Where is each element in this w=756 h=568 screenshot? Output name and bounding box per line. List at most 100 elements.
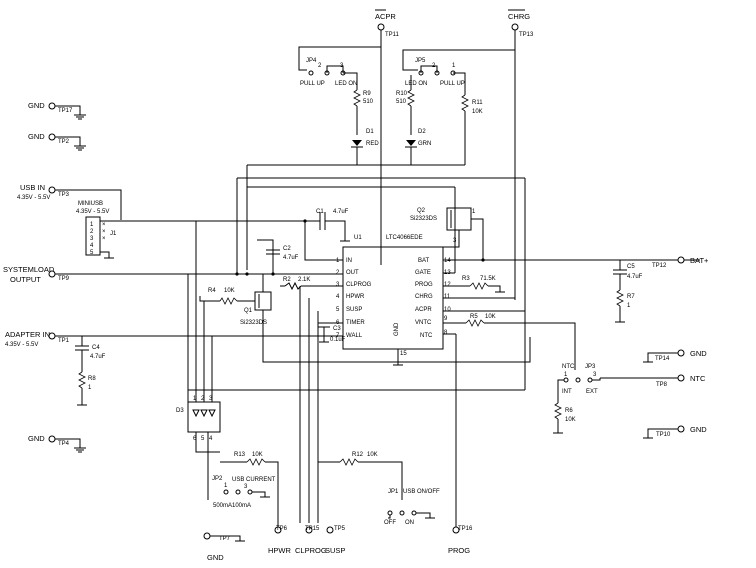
ic-rpin-name: ACPR: [415, 307, 432, 313]
usbin-wire: [55, 189, 122, 220]
ic-gnd-pin: 15: [400, 351, 407, 357]
r12-val: 10K: [367, 452, 378, 458]
jp4-ref: JP4: [306, 58, 317, 64]
jp2-500: 500mA: [213, 503, 232, 509]
ic-rpin-num: 9: [444, 316, 448, 322]
tp13-pin[interactable]: [511, 23, 519, 31]
r12-ref: R12: [352, 452, 364, 458]
r4-ref: R4: [208, 288, 216, 294]
miniusb-label: MINIUSB: [78, 201, 103, 207]
ic-lpin-num: 3: [336, 282, 340, 288]
tp9-pin[interactable]: [48, 270, 56, 278]
tp12-pin[interactable]: [677, 256, 685, 264]
ic-rpin-num: 8: [444, 330, 448, 336]
jp2-pin1[interactable]: [223, 489, 229, 495]
tp5-pin[interactable]: [326, 526, 334, 534]
ic-left-pins: 1 IN 2 OUT 3 CLPROG 4 HPWR 5 SUSP 6 TIME…: [336, 258, 372, 339]
miniusb-connector: [85, 216, 101, 256]
tp5-label: TP5: [334, 526, 346, 532]
jp3-pin2[interactable]: [575, 377, 581, 383]
jp3-pin3[interactable]: [587, 377, 593, 383]
r13: [246, 458, 266, 466]
jp4-ledon: LED ON: [335, 81, 357, 87]
jp2-n3: 3: [244, 484, 248, 490]
tp11-pin[interactable]: [377, 23, 385, 31]
r11-val: 10K: [472, 109, 483, 115]
tp16-label: TP16: [458, 526, 473, 532]
d2-ref: D2: [418, 129, 426, 135]
r3-ref: R3: [462, 276, 470, 282]
jp3-ntc: NTC: [562, 364, 575, 370]
tp17-pin[interactable]: [48, 102, 56, 110]
ic-lpin-name: HPWR: [346, 294, 365, 300]
tp4-pin[interactable]: [48, 435, 56, 443]
tp10-pin[interactable]: [677, 425, 685, 433]
tp8-pin[interactable]: [677, 374, 685, 382]
tp14-label: TP14: [655, 356, 670, 362]
c2-ref: C2: [283, 246, 291, 252]
q2-p3: 3: [453, 238, 457, 244]
sysload-label: SYSTEMLOAD: [3, 265, 55, 274]
ic-rpin-name: VNTC: [415, 320, 432, 326]
tp1-label: TP1: [58, 338, 70, 344]
d3-p4: 4: [209, 436, 213, 442]
jp1-off: OFF: [384, 520, 396, 526]
jp4-pin1[interactable]: [308, 70, 314, 76]
jp3-pin1[interactable]: [563, 377, 569, 383]
tp2-pin[interactable]: [48, 133, 56, 141]
ic-lpin-num: 2: [336, 270, 340, 276]
tp4-label: TP4: [58, 441, 70, 447]
q1-val: Si2323DS: [240, 320, 267, 326]
r11-ref: R11: [472, 100, 483, 106]
jp2-ref: JP2: [212, 476, 223, 482]
q2-val: Si2323DS: [410, 216, 437, 222]
d3-p5: 5: [201, 436, 205, 442]
tp1-pin[interactable]: [48, 332, 56, 340]
chrg-label: CHRG: [508, 12, 530, 21]
tp3-pin[interactable]: [48, 186, 56, 194]
ic-lpin-name: WALL: [346, 333, 363, 339]
ic-rpin-name: NTC: [420, 333, 433, 339]
out-junction-a: [235, 272, 239, 276]
d3-a: [192, 409, 200, 418]
jp1-pin3[interactable]: [411, 510, 417, 516]
jp1-pin1[interactable]: [387, 510, 393, 516]
tp7-pin[interactable]: [203, 532, 211, 540]
ic-lpin-name: IN: [346, 258, 352, 264]
tp6-pin[interactable]: [274, 526, 282, 534]
jp2-pin3[interactable]: [247, 489, 253, 495]
tp14-pin[interactable]: [677, 349, 685, 357]
r3-gnd: [488, 285, 501, 292]
jp4-shunt: [326, 65, 344, 73]
q2-drain: [471, 218, 484, 260]
tp15-pin[interactable]: [305, 526, 313, 534]
q1-ref: Q1: [244, 308, 253, 314]
c1-ref: C1: [316, 209, 324, 215]
tp4-wire: [55, 438, 81, 448]
c2-gnd: [262, 239, 274, 250]
j1-gnd: [100, 251, 110, 258]
r3: [469, 282, 489, 290]
tp12-label: TP12: [652, 263, 667, 269]
jp1-pin2[interactable]: [399, 510, 405, 516]
ic-lpin-name: SUSP: [346, 307, 362, 313]
tp2-label: TP2: [58, 139, 70, 145]
gnd-label-2: GND: [28, 132, 45, 141]
jp5-shunt: [420, 65, 438, 73]
sysload-output: OUTPUT: [10, 275, 41, 284]
r4: [219, 297, 238, 305]
c1-val: 4.7uF: [333, 209, 349, 215]
jp5-n1: 1: [452, 63, 456, 69]
susp-label: SUSP: [325, 546, 345, 555]
r8-val: 1: [88, 385, 92, 391]
r10-val: 510: [396, 99, 407, 105]
jp2-pin2[interactable]: [235, 489, 241, 495]
jp4-n2: 2: [318, 63, 322, 69]
j1-x1: ×: [102, 222, 106, 228]
j1-p3: 3: [90, 236, 94, 242]
r7-ref: R7: [627, 294, 635, 300]
r8: [78, 371, 86, 389]
ic-rpin-name: PROG: [415, 282, 433, 288]
tp17-label: TP17: [58, 108, 73, 114]
